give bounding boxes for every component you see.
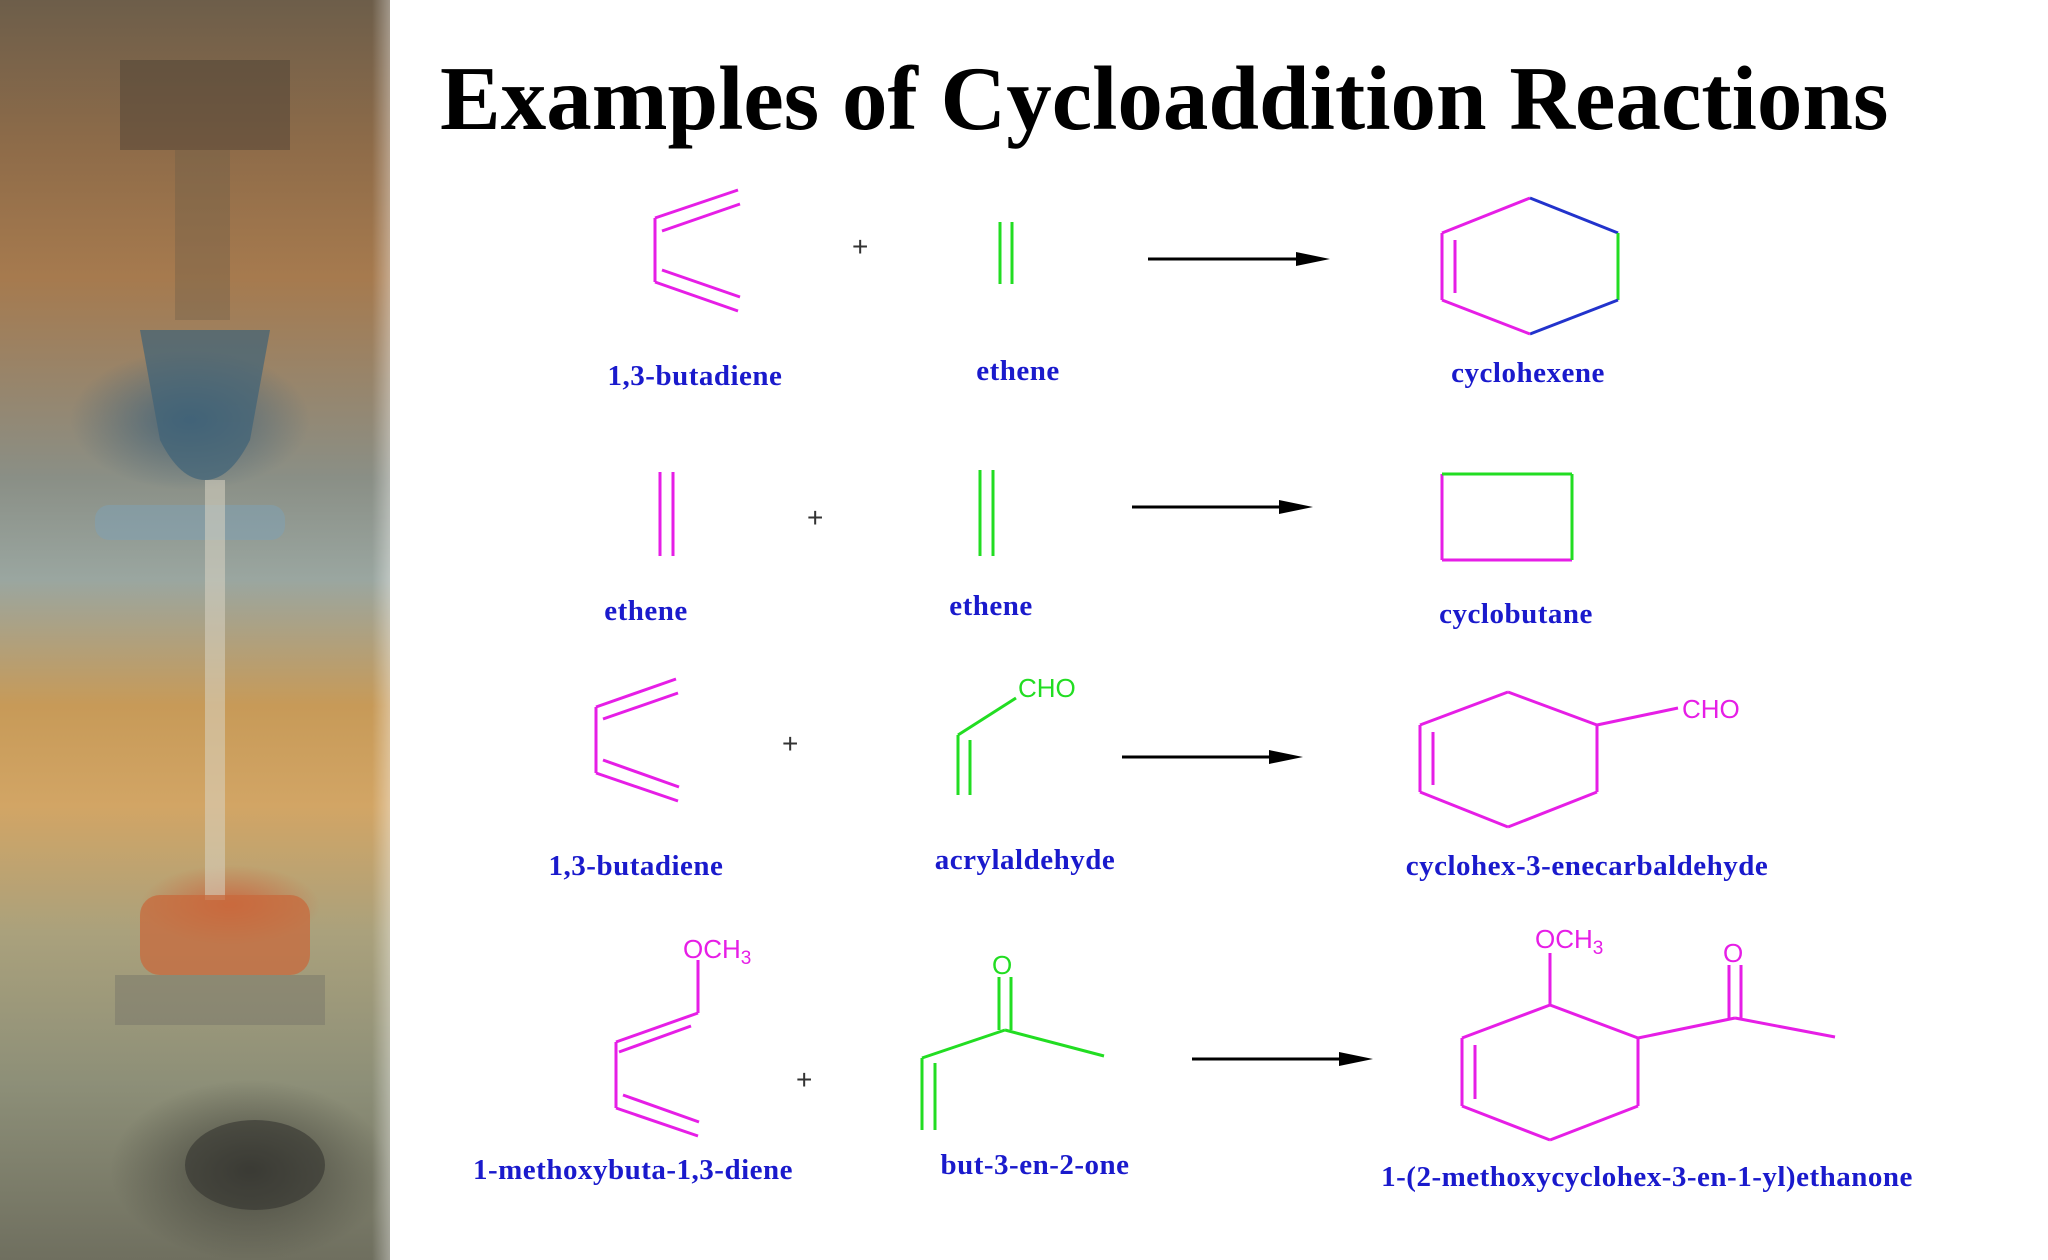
reaction-1: +: [653, 188, 1620, 336]
label-r3-product: cyclohex-3-enecarbaldehyde: [1405, 850, 1769, 882]
lab-apparatus-illustration: [95, 60, 325, 1210]
ethene-structure-2a: [658, 472, 675, 556]
label-r1-reactant1: 1,3-butadiene: [607, 360, 783, 392]
methoxybutadiene-structure: [614, 960, 700, 1138]
label-r1-product: cyclohexene: [1451, 357, 1605, 389]
arrow-1: [1148, 252, 1330, 266]
plus-sign-1: +: [852, 231, 868, 262]
label-r3-reactant1: 1,3-butadiene: [548, 850, 724, 882]
plus-sign-4: +: [796, 1064, 812, 1095]
reaction-3: + CHO CHO: [594, 673, 1740, 829]
arrow-4: [1192, 1052, 1373, 1066]
plus-sign-2: +: [807, 502, 823, 533]
label-r3-reactant2: acrylaldehyde: [934, 844, 1116, 876]
butenone-structure: [920, 977, 1105, 1130]
butadiene-structure-3: [594, 677, 680, 803]
label-r4-reactant2: but-3-en-2-one: [940, 1149, 1130, 1181]
oxygen-label-reactant: O: [992, 950, 1012, 980]
reaction-2: +: [658, 470, 1574, 562]
plus-sign-3: +: [782, 728, 798, 759]
label-r2-reactant2: ethene: [949, 590, 1033, 622]
cho-label-product: CHO: [1682, 694, 1740, 724]
reaction-4: OCH3 + O OCH3: [614, 924, 1836, 1142]
arrow-3: [1122, 750, 1303, 764]
cyclohexenecarbaldehyde-structure: [1418, 690, 1679, 829]
ethene-structure-1: [998, 222, 1014, 284]
ethene-structure-2b: [978, 470, 995, 556]
butadiene-structure-1: [653, 188, 741, 313]
label-r4-reactant1: 1-methoxybuta-1,3-diene: [472, 1154, 794, 1186]
cho-label-reactant: CHO: [1018, 673, 1076, 703]
methoxycyclohexenyl-ethanone-structure: [1460, 953, 1836, 1142]
label-r2-reactant1: ethene: [604, 595, 688, 627]
label-r4-product: 1-(2-methoxycyclohex-3-en-1-yl)ethanone: [1381, 1161, 1913, 1193]
label-r1-reactant2: ethene: [976, 355, 1060, 387]
och3-label-product: OCH3: [1535, 924, 1603, 959]
och3-label-reactant: OCH3: [683, 934, 751, 969]
sidebar-edge-fade: [372, 0, 390, 1260]
arrow-2: [1132, 500, 1313, 514]
page-title: Examples of Cycloaddition Reactions: [440, 48, 1889, 149]
cyclobutane-structure: [1440, 472, 1574, 562]
cyclohexene-structure: [1440, 196, 1620, 336]
label-r2-product: cyclobutane: [1439, 598, 1593, 630]
oxygen-label-product: O: [1723, 938, 1743, 968]
acrylaldehyde-structure: [956, 696, 1017, 795]
lab-photo-sidebar: [0, 0, 390, 1260]
